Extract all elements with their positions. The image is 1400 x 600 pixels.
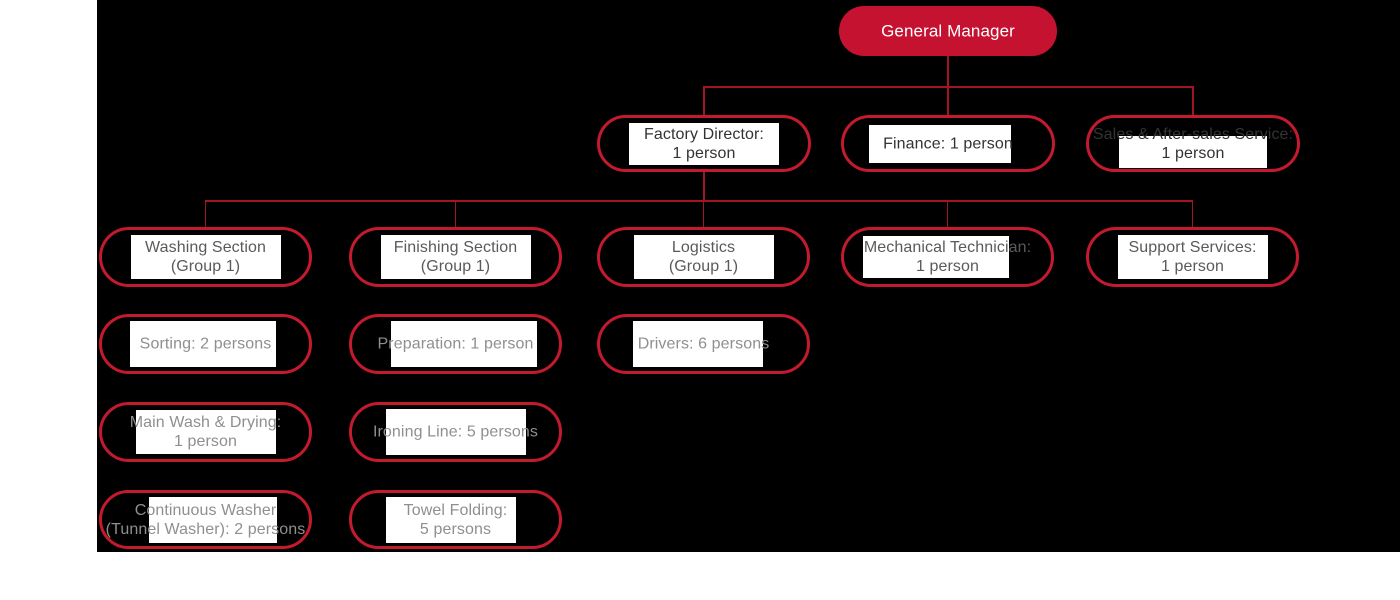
connector-line bbox=[947, 86, 949, 115]
org-node-factory-director: Factory Director:1 person bbox=[597, 115, 811, 172]
node-label: Factory Director:1 person bbox=[644, 125, 764, 163]
node-label-line: General Manager bbox=[881, 21, 1015, 41]
org-node-sales: Sales & After-sales Service:1 person bbox=[1086, 115, 1300, 172]
node-label-bg bbox=[862, 236, 1009, 278]
node-label-line: 1 person bbox=[1161, 144, 1225, 162]
node-label-bg bbox=[633, 235, 774, 279]
org-node-finance: Finance: 1 person bbox=[841, 115, 1055, 172]
org-node-finishing: Finishing Section (Group 1) bbox=[349, 227, 562, 287]
node-label-line: Factory Director: bbox=[644, 125, 764, 143]
org-node-towel: Towel Folding:5 persons bbox=[349, 490, 562, 549]
org-node-drivers: Drivers: 6 persons bbox=[597, 314, 810, 374]
node-label-line: Towel Folding: bbox=[403, 501, 508, 519]
node-label: Support Services: 1 person bbox=[1129, 238, 1257, 276]
node-label: Preparation: 1 person bbox=[378, 335, 534, 354]
node-label-bg bbox=[385, 496, 516, 543]
connector-line bbox=[703, 172, 705, 200]
connector-line bbox=[454, 200, 457, 227]
connector-line bbox=[1192, 86, 1194, 115]
node-label: Washing Section (Group 1) bbox=[145, 238, 266, 276]
node-label-bg bbox=[148, 496, 277, 543]
node-label: Sorting: 2 persons bbox=[140, 335, 272, 354]
node-label-line: 1 person bbox=[1160, 258, 1225, 275]
node-label-bg bbox=[129, 321, 276, 367]
org-node-logistics: Logistics (Group 1) bbox=[597, 227, 810, 287]
node-label-line: (Tunnel Washer): 2 persons bbox=[105, 520, 306, 538]
node-label: Main Wash & Drying: 1 person bbox=[130, 413, 282, 451]
node-label: Towel Folding:5 persons bbox=[404, 501, 508, 539]
org-node-support: Support Services: 1 person bbox=[1086, 227, 1299, 287]
node-label: Drivers: 6 persons bbox=[638, 335, 770, 354]
node-label: Logistics (Group 1) bbox=[669, 238, 738, 276]
node-label-bg bbox=[869, 124, 1011, 163]
node-label-line: Drivers: 6 persons bbox=[637, 335, 770, 353]
org-node-ironing: Ironing Line: 5 persons bbox=[349, 402, 562, 462]
org-node-mechanical: Mechanical Technician: 1 person bbox=[841, 227, 1054, 287]
node-label-bg bbox=[1117, 235, 1268, 279]
node-label-line: Finance: 1 person bbox=[883, 135, 1013, 152]
connector-line bbox=[703, 86, 705, 115]
node-label-line: 5 persons bbox=[419, 520, 492, 538]
node-label-line: 1 person bbox=[173, 433, 238, 450]
connector-line bbox=[947, 56, 949, 86]
node-label: Continuous Washer(Tunnel Washer): 2 pers… bbox=[106, 501, 306, 539]
connector-line bbox=[205, 200, 1193, 202]
node-label-bg bbox=[1119, 135, 1267, 168]
node-label-bg bbox=[632, 321, 763, 367]
org-node-preparation: Preparation: 1 person bbox=[349, 314, 562, 374]
node-label-line: Preparation: 1 person bbox=[377, 335, 534, 353]
node-label-bg bbox=[629, 122, 779, 165]
node-label-line: (Group 1) bbox=[668, 258, 739, 275]
connector-line bbox=[1191, 200, 1194, 227]
node-label-line: 1 person bbox=[915, 258, 980, 275]
connector-line bbox=[946, 200, 949, 227]
node-label: General Manager bbox=[881, 22, 1015, 41]
node-label-line: Logistics bbox=[671, 239, 736, 256]
node-label-bg bbox=[130, 235, 281, 279]
node-label: Sales & After-sales Service:1 person bbox=[1093, 125, 1293, 163]
connector-line bbox=[702, 200, 705, 227]
node-label-line: (Group 1) bbox=[420, 258, 491, 275]
org-node-sorting: Sorting: 2 persons bbox=[99, 314, 312, 374]
node-label-bg bbox=[380, 235, 531, 279]
org-node-washing: Washing Section (Group 1) bbox=[99, 227, 312, 287]
node-label-bg bbox=[135, 410, 276, 454]
node-label-line: Finishing Section bbox=[393, 239, 518, 256]
node-label-bg bbox=[385, 409, 526, 455]
node-label-line: Ironing Line: 5 persons bbox=[372, 423, 539, 441]
node-label-line: Sales & After-sales Service: bbox=[1092, 125, 1294, 143]
node-label: Finance: 1 person bbox=[883, 134, 1013, 153]
node-label-line: Sorting: 2 persons bbox=[139, 335, 272, 353]
node-label-line: (Group 1) bbox=[170, 258, 241, 275]
node-label-bg bbox=[390, 321, 537, 367]
org-node-gm: General Manager bbox=[839, 6, 1057, 56]
node-label: Ironing Line: 5 persons bbox=[373, 423, 538, 442]
connector-line bbox=[204, 200, 207, 227]
org-node-mainwash: Main Wash & Drying: 1 person bbox=[99, 402, 312, 462]
node-label-line: 1 person bbox=[672, 144, 736, 162]
org-node-continuous: Continuous Washer(Tunnel Washer): 2 pers… bbox=[99, 490, 312, 549]
node-label-line: Continuous Washer bbox=[134, 501, 277, 519]
node-label-line: Washing Section bbox=[145, 239, 266, 256]
node-label: Finishing Section (Group 1) bbox=[394, 238, 518, 276]
node-label-line: Support Services: bbox=[1128, 239, 1257, 256]
node-label: Mechanical Technician: 1 person bbox=[864, 238, 1031, 276]
node-label-line: Main Wash & Drying: bbox=[129, 414, 282, 431]
node-label-line: Mechanical Technician: bbox=[863, 239, 1032, 256]
